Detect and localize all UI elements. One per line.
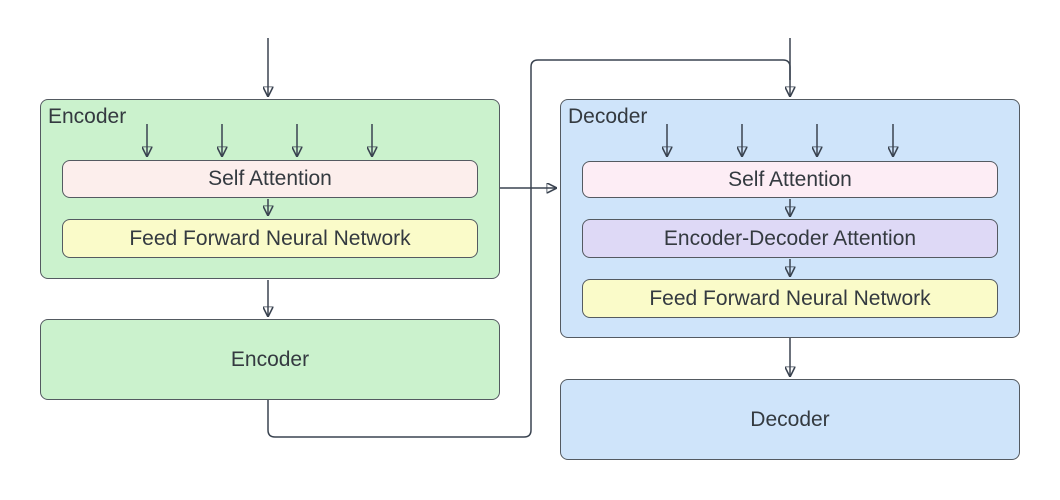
encoder-feed-forward-label: Feed Forward Neural Network [129,226,411,250]
encoder-self-attention-box: Self Attention [62,160,478,198]
encoder-stack-box: Encoder [40,319,500,400]
decoder-self-attention-box: Self Attention [582,161,998,198]
encoder-feed-forward-box: Feed Forward Neural Network [62,219,478,258]
encoder-decoder-attention-label: Encoder-Decoder Attention [663,226,917,250]
encoder-stack-label: Encoder [230,347,310,371]
encoder-decoder-attention-box: Encoder-Decoder Attention [582,219,998,258]
encoder-self-attention-label: Self Attention [208,167,332,190]
decoder-feed-forward-box: Feed Forward Neural Network [582,279,998,318]
decoder-feed-forward-label: Feed Forward Neural Network [649,286,931,310]
decoder-stack-label: Decoder [750,407,830,431]
encoder-container-label: Encoder [48,105,127,128]
decoder-self-attention-label: Self Attention [728,167,852,191]
decoder-stack-box: Decoder [560,379,1020,460]
decoder-container-label: Decoder [568,105,648,128]
